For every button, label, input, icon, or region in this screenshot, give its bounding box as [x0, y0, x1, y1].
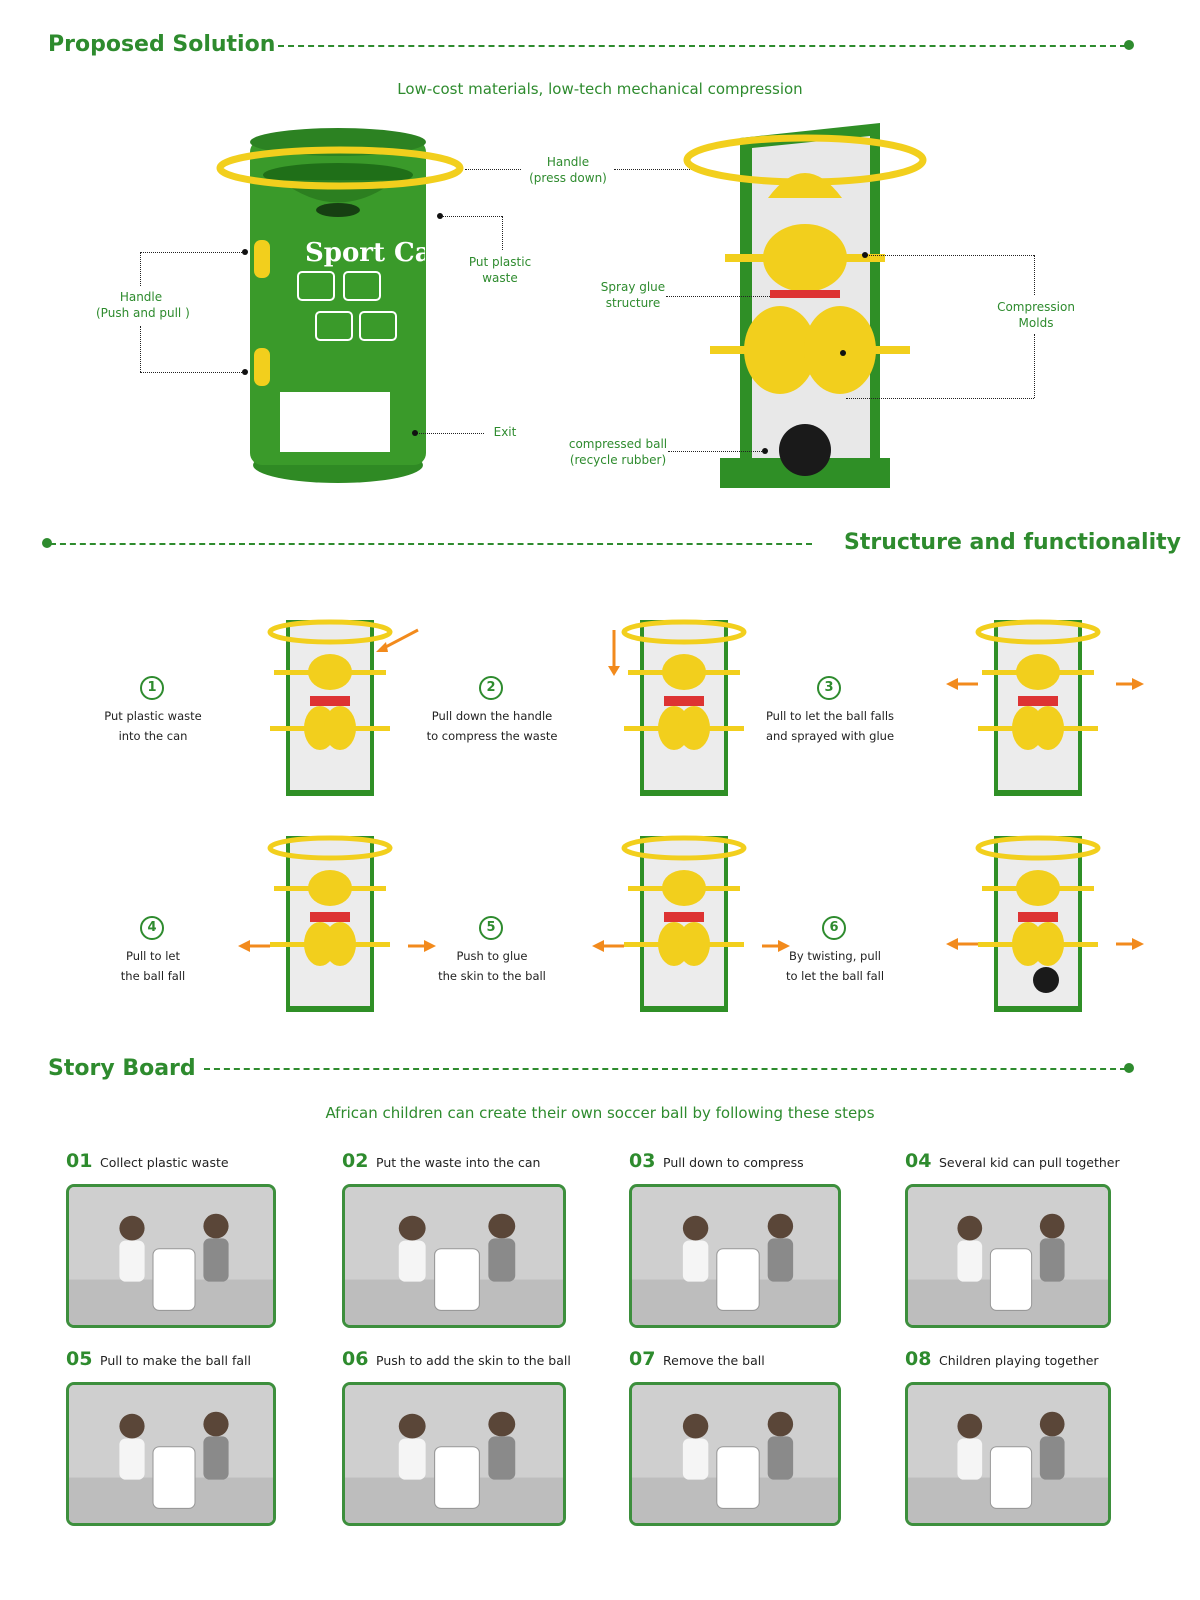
story-illustration-frame — [905, 1382, 1111, 1526]
section-divider — [50, 543, 812, 545]
callout-put-waste: Put plastic waste — [468, 255, 532, 285]
story-illustration-frame — [629, 1184, 841, 1328]
story-step-number: 01 — [66, 1150, 93, 1172]
step-number-4: 4 — [140, 916, 164, 940]
story-step-number: 08 — [905, 1348, 932, 1370]
step-number-2: 2 — [479, 676, 503, 700]
step-number-1: 1 — [140, 676, 164, 700]
story-step-caption: Put the waste into the can — [376, 1155, 541, 1170]
step-number-5: 5 — [479, 916, 503, 940]
story-step-caption: Several kid can pull together — [939, 1155, 1120, 1170]
storyboard-title: Story Board — [48, 1056, 196, 1081]
callout-compressed-ball: compressed ball (recycle rubber) — [568, 437, 668, 467]
step-mechanism-illustration-1 — [228, 618, 428, 804]
structure-title: Structure and functionality — [844, 530, 1181, 555]
divider-dot — [1124, 1063, 1134, 1073]
proposed-solution-title: Proposed Solution — [48, 32, 276, 57]
story-illustration-frame — [342, 1184, 566, 1328]
section-divider — [278, 45, 1126, 47]
story-step-caption: Push to add the skin to the ball — [376, 1353, 571, 1368]
proposed-subtitle: Low-cost materials, low-tech mechanical … — [397, 80, 803, 98]
callout-handle-press: Handle (press down) — [529, 155, 607, 185]
story-step-number: 03 — [629, 1150, 656, 1172]
step-mechanism-illustration-4 — [228, 834, 436, 1020]
story-illustration-frame — [66, 1382, 276, 1526]
step-mechanism-illustration-5 — [582, 834, 790, 1020]
story-illustration-frame — [905, 1184, 1111, 1328]
story-step-caption: Children playing together — [939, 1353, 1099, 1368]
story-step-number: 06 — [342, 1348, 369, 1370]
story-illustration-frame — [629, 1382, 841, 1526]
callout-handle-push: Handle (Push and pull ) — [96, 290, 190, 320]
story-step-number: 05 — [66, 1348, 93, 1370]
step-number-6: 6 — [822, 916, 846, 940]
callout-spray-glue: Spray glue structure — [600, 280, 666, 310]
story-step-number: 02 — [342, 1150, 369, 1172]
cutaway-mechanism — [683, 123, 927, 488]
story-illustration-frame — [66, 1184, 276, 1328]
step-mechanism-illustration-2 — [582, 618, 782, 804]
story-step-caption: Pull to make the ball fall — [100, 1353, 251, 1368]
callout-compression-molds: Compression Molds — [997, 300, 1075, 330]
section-divider — [204, 1068, 1126, 1070]
divider-dot — [42, 538, 52, 548]
can-brand-text: Sport Can — [305, 238, 425, 268]
story-step-number: 07 — [629, 1348, 656, 1370]
story-step-caption: Remove the ball — [663, 1353, 765, 1368]
step-mechanism-illustration-6 — [936, 834, 1144, 1020]
divider-dot — [1124, 40, 1134, 50]
step-mechanism-illustration-3 — [936, 618, 1144, 804]
story-step-number: 04 — [905, 1150, 932, 1172]
story-step-caption: Pull down to compress — [663, 1155, 804, 1170]
storyboard-subtitle: African children can create their own so… — [325, 1104, 875, 1122]
story-step-caption: Collect plastic waste — [100, 1155, 229, 1170]
step-number-3: 3 — [817, 676, 841, 700]
callout-exit: Exit — [493, 425, 517, 439]
story-illustration-frame — [342, 1382, 566, 1526]
sport-can-illustration — [216, 128, 464, 483]
